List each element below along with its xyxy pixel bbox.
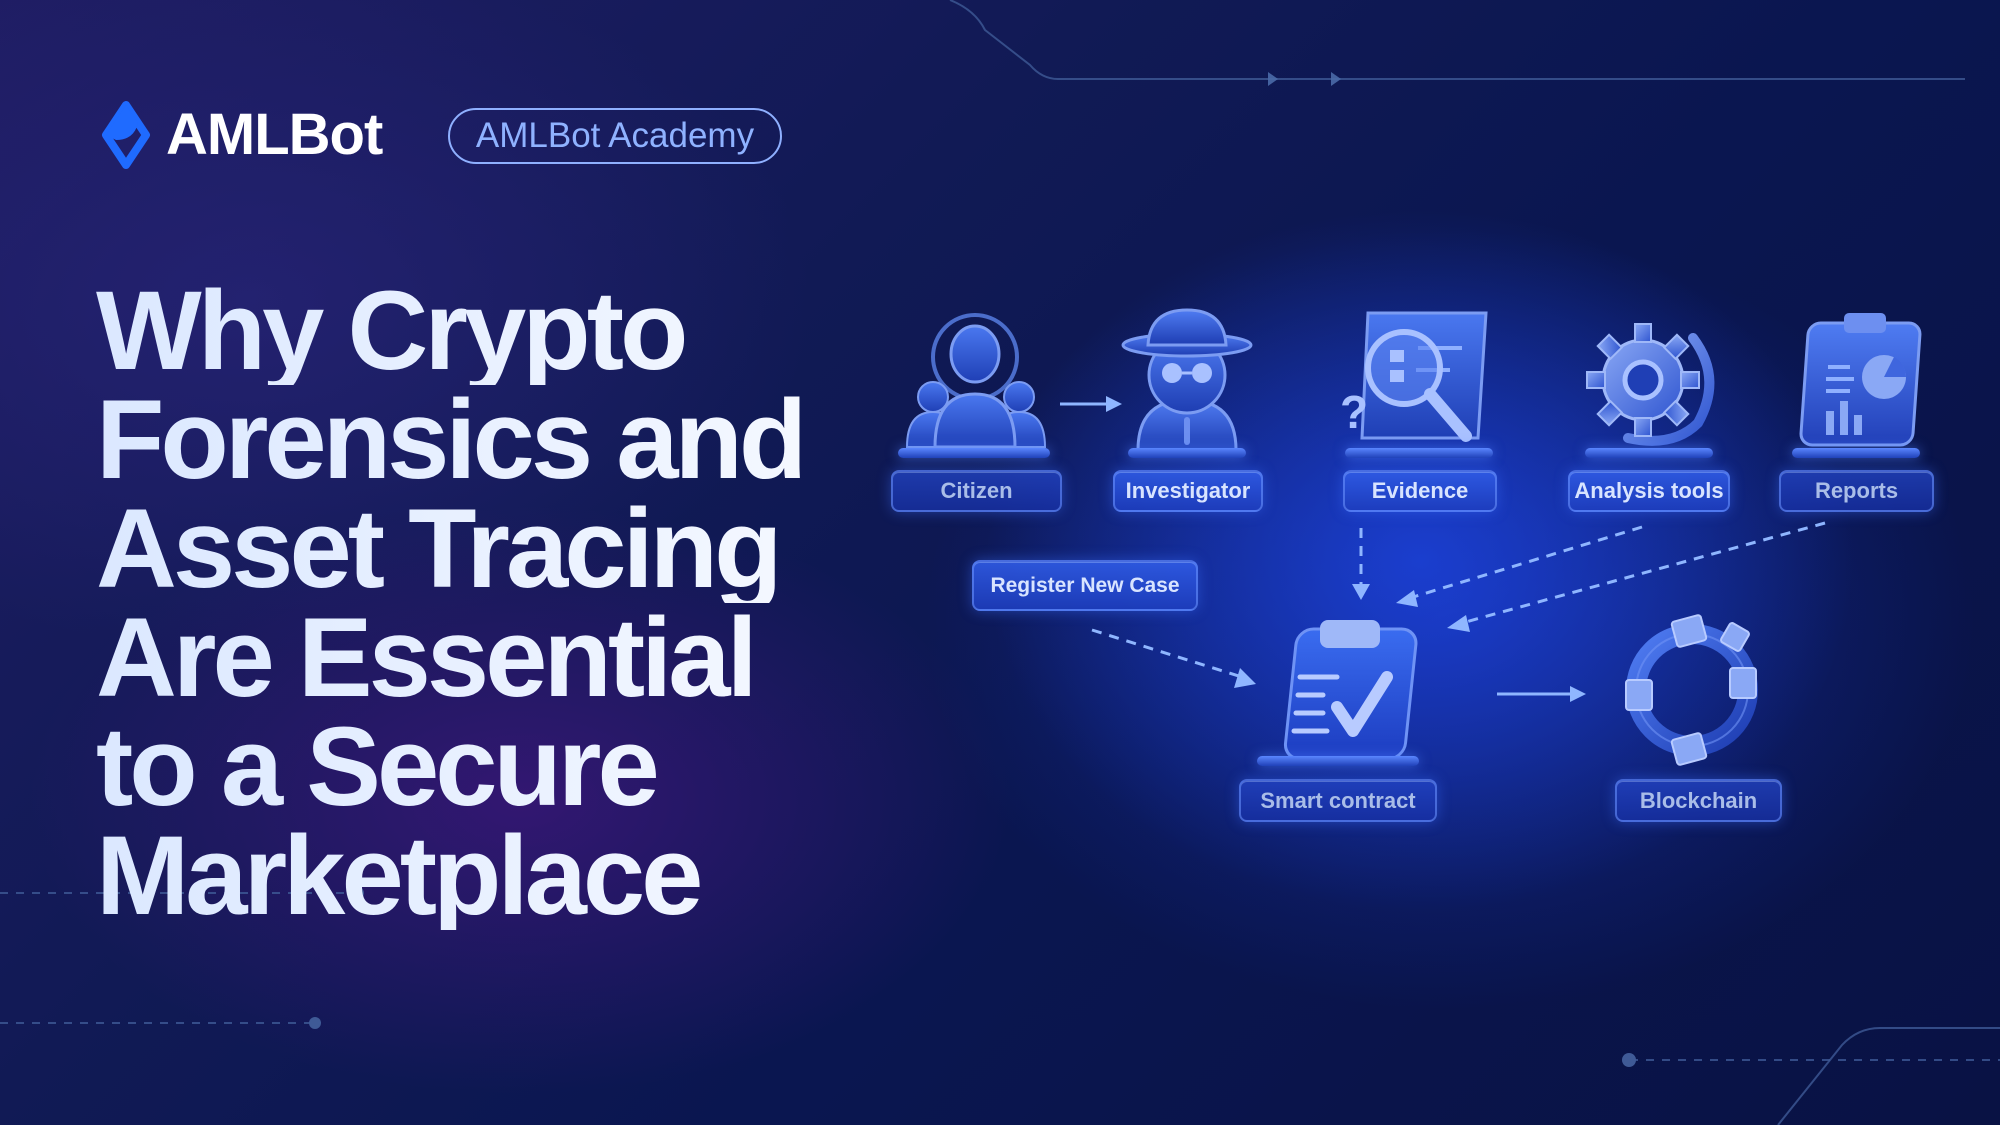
amlbot-logo[interactable]: AMLBot: [100, 100, 383, 170]
evidence-label: Evidence: [1343, 470, 1497, 512]
diamond-logo-icon: [102, 101, 150, 169]
investigator-label: Investigator: [1113, 470, 1263, 512]
headline-line: Asset Tracing: [96, 493, 856, 605]
headline-line: Are Essential: [96, 602, 856, 714]
gear-icon: [1586, 323, 1715, 446]
register-new-case-button[interactable]: Register New Case: [972, 560, 1198, 611]
headline-line: Marketplace: [96, 820, 856, 932]
document-magnifier-icon: ?: [1340, 311, 1488, 442]
headline-line: to a Secure: [96, 711, 856, 823]
reports-label: Reports: [1779, 470, 1934, 512]
blockchain-label: Blockchain: [1615, 779, 1782, 822]
clipboard-check-icon: [1283, 620, 1418, 761]
headline-line: Forensics and: [96, 384, 856, 496]
detective-icon: [1121, 308, 1253, 452]
headline-line: Why Crypto: [96, 275, 856, 387]
citizen-group-icon: [905, 313, 1047, 449]
svg-text:?: ?: [1340, 386, 1368, 438]
citizen-label: Citizen: [891, 470, 1062, 512]
analysis-tools-label: Analysis tools: [1568, 470, 1730, 512]
page-title: Why Crypto Forensics and Asset Tracing A…: [96, 275, 856, 932]
smart-contract-label: Smart contract: [1239, 779, 1437, 822]
academy-badge[interactable]: AMLBot Academy: [448, 108, 782, 164]
report-clipboard-icon: [1799, 313, 1922, 447]
blockchain-ring-icon: [1625, 614, 1758, 766]
brand-name: AMLBot: [166, 102, 383, 167]
